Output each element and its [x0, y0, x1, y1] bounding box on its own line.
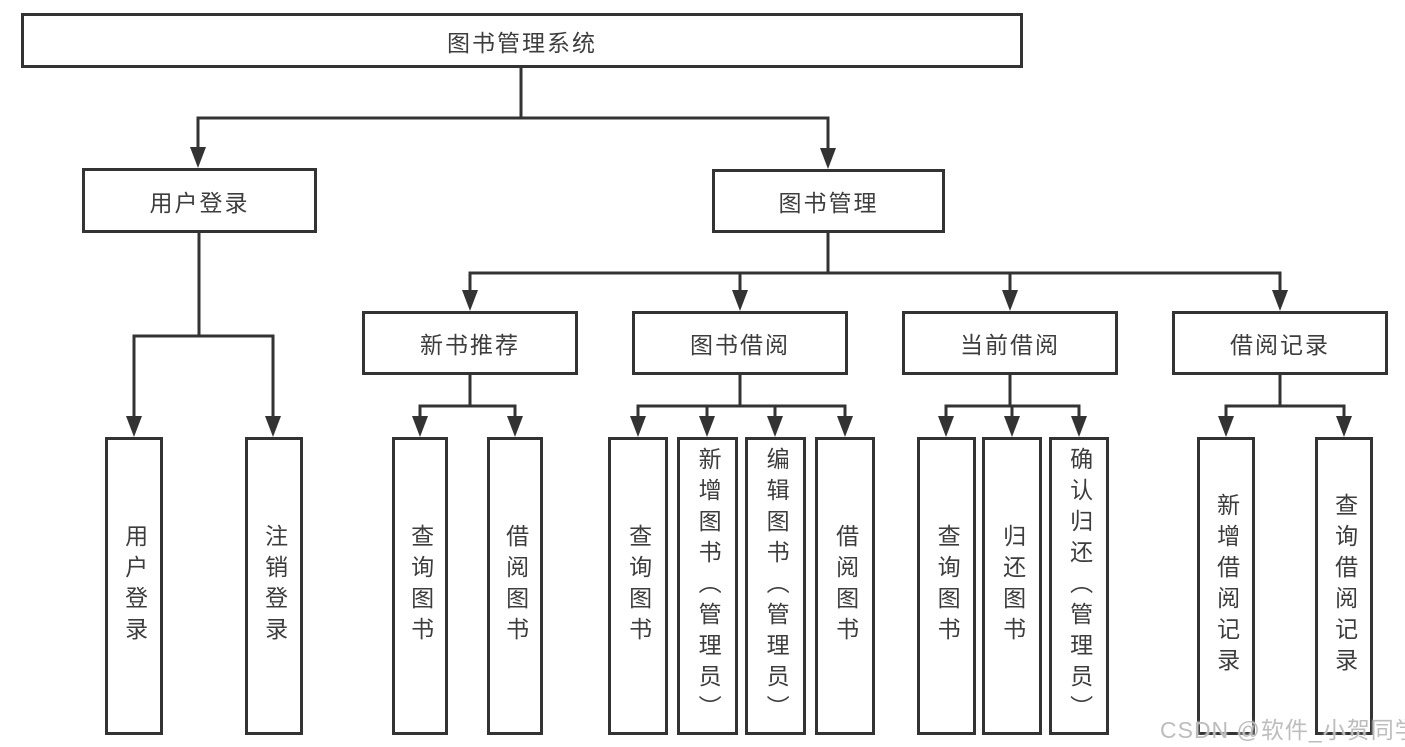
leaf-query-borrow-record: 查询借阅记录 — [1315, 437, 1373, 735]
node-label: 查询借阅记录 — [1331, 493, 1358, 679]
node-book-borrowing: 图书借阅 — [632, 311, 848, 375]
leaf-borrow-books-borrow: 借阅图书 — [815, 437, 875, 735]
leaf-borrow-books-recommend: 借阅图书 — [487, 437, 543, 735]
node-label: 归还图书 — [999, 524, 1026, 648]
csdn-watermark: CSDN @软件_小贺同学 — [1160, 717, 1405, 743]
node-label: 查询图书 — [934, 524, 961, 648]
node-label: 确认归还（管理员） — [1066, 446, 1093, 726]
node-label: 新书推荐 — [420, 332, 520, 358]
node-label: 图书管理系统 — [447, 29, 597, 56]
node-label: 图书借阅 — [690, 332, 790, 358]
node-label: 新增借阅记录 — [1213, 493, 1240, 679]
node-label: 借阅图书 — [832, 524, 859, 648]
node-label: 借阅图书 — [502, 524, 529, 648]
node-label: 用户登录 — [121, 524, 148, 648]
leaf-logout: 注销登录 — [245, 437, 303, 735]
node-library-system: 图书管理系统 — [21, 13, 1023, 68]
leaf-add-book-admin: 新增图书（管理员） — [677, 437, 738, 735]
node-label: 图书管理 — [778, 190, 879, 216]
node-label: 查询图书 — [625, 524, 652, 648]
node-book-management: 图书管理 — [712, 169, 945, 233]
node-label: 编辑图书（管理员） — [763, 446, 790, 726]
leaf-return-book: 归还图书 — [982, 437, 1042, 735]
node-new-book-recommendation: 新书推荐 — [362, 311, 578, 375]
leaf-query-books-current: 查询图书 — [917, 437, 976, 735]
node-current-borrowing: 当前借阅 — [902, 311, 1118, 375]
node-label: 查询图书 — [407, 524, 434, 648]
node-user-login: 用户登录 — [82, 168, 317, 233]
leaf-add-borrow-record: 新增借阅记录 — [1197, 437, 1255, 735]
node-label: 当前借阅 — [960, 332, 1060, 358]
leaf-confirm-return-admin: 确认归还（管理员） — [1049, 437, 1109, 735]
leaf-query-books-borrow: 查询图书 — [608, 437, 668, 735]
node-label: 借阅记录 — [1230, 332, 1330, 358]
leaf-user-login: 用户登录 — [105, 437, 163, 735]
leaf-edit-book-admin: 编辑图书（管理员） — [745, 437, 806, 735]
node-borrowing-records: 借阅记录 — [1172, 311, 1388, 375]
leaf-query-books-recommend: 查询图书 — [392, 437, 448, 735]
node-label: 用户登录 — [149, 189, 250, 216]
node-label: 新增图书（管理员） — [695, 446, 722, 726]
node-label: 注销登录 — [261, 524, 288, 648]
